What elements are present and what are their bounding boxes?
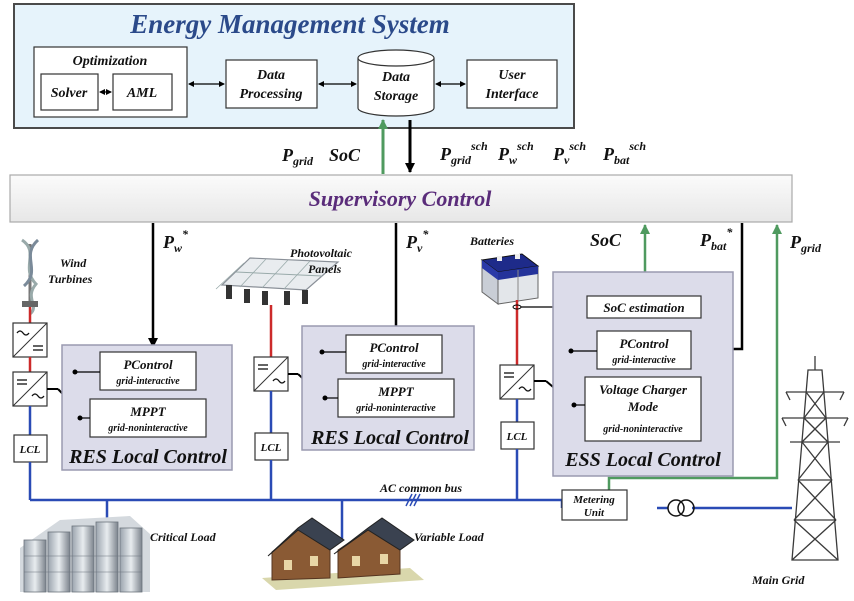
data-storage-cylinder [357, 49, 435, 117]
solver-label: Solver [51, 86, 88, 101]
svg-text:Pbatsch: Pbatsch [602, 139, 646, 167]
data-processing-box [225, 59, 318, 109]
mppt-label-2: MPPT [377, 384, 414, 399]
pv-label-1: Photovoltaic [290, 246, 353, 260]
wind-turbine-icon [21, 238, 40, 316]
aml-label: AML [126, 86, 157, 101]
variable-load-houses-icon [262, 517, 424, 590]
pgrid-label: Pgrid [789, 232, 822, 255]
mppt-sub-1: grid-noninteractive [107, 423, 188, 434]
optimization-label: Optimization [73, 54, 148, 69]
variable-load-label: Variable Load [414, 530, 485, 544]
data-storage-label-2: Storage [374, 89, 418, 104]
dc-ac-inverter-pv [253, 356, 289, 392]
user-interface-label-1: User [498, 68, 526, 83]
lcl-filter-wind [13, 434, 48, 463]
pcontrol-sub-ess: grid-interactive [611, 355, 676, 366]
pbat-star-label: Pbat* [699, 225, 733, 253]
pcontrol-label-1: PControl [123, 357, 173, 372]
lcl-filter-pv [254, 432, 289, 461]
ems-title: Energy Management System [129, 9, 450, 39]
lcl-label-wind: LCL [19, 444, 41, 456]
ess-local-control-title: ESS Local Control [564, 449, 721, 471]
ac-dc-converter-wind [12, 322, 48, 358]
data-processing-label-1: Data [256, 68, 285, 83]
batteries-label: Batteries [469, 234, 514, 248]
vcm-label-1: Voltage Charger [599, 382, 688, 397]
wind-label-2: Turbines [48, 272, 93, 286]
transmission-tower-icon [781, 356, 849, 561]
main-grid-label: Main Grid [751, 573, 805, 587]
dc-ac-inverter-battery [499, 364, 535, 400]
soc-estimation-label: SoC estimation [603, 300, 684, 315]
pgrid-feedback-arrow [607, 224, 782, 490]
pcontrol-sub-2: grid-interactive [361, 359, 426, 370]
wind-label-1: Wind [60, 256, 87, 270]
batteries-icon [480, 253, 540, 305]
pcontrol-box-1 [99, 351, 197, 391]
mppt-box-1 [89, 398, 207, 438]
pw-star-label: Pw* [162, 227, 189, 255]
pcontrol-box-ess [596, 330, 692, 370]
svg-text:Pvsch: Pvsch [552, 139, 586, 167]
svg-text:Pwsch: Pwsch [497, 139, 534, 167]
lcl-label-battery: LCL [506, 431, 528, 443]
mppt-label-1: MPPT [129, 404, 166, 419]
user-interface-label-2: Interface [485, 87, 539, 102]
data-storage-label-1: Data [381, 70, 410, 85]
metering-label-2: Unit [584, 507, 605, 519]
supervisory-control-title: Supervisory Control [309, 186, 493, 211]
res-local-control-title-2: RES Local Control [310, 427, 469, 449]
pv-panels-icon [215, 257, 340, 305]
pcontrol-label-ess: PControl [619, 336, 669, 351]
svg-text:SoC: SoC [329, 145, 361, 165]
critical-load-label: Critical Load [150, 530, 217, 544]
data-processing-label-2: Processing [240, 87, 303, 102]
pcontrol-sub-1: grid-interactive [115, 376, 180, 387]
soc-estimation-box [586, 295, 702, 319]
dc-ac-inverter-wind [12, 371, 48, 407]
ems-box: Energy Management System Optimization So… [13, 3, 575, 129]
voltage-charger-mode-box [584, 376, 702, 442]
pv-label-2: Panels [308, 262, 342, 276]
pcontrol-box-2 [345, 334, 443, 374]
svg-text:Pgridsch: Pgridsch [439, 139, 488, 167]
bus-three-phase-marks [405, 493, 421, 507]
soc-label: SoC [590, 230, 622, 250]
svg-text:Pgrid: Pgrid [281, 145, 314, 168]
res-local-control-title-1: RES Local Control [68, 446, 227, 468]
lcl-label-pv: LCL [260, 442, 282, 454]
ac-bus-label: AC common bus [379, 481, 462, 495]
vcm-label-2: Mode [627, 399, 659, 414]
supervisory-control-bar [9, 174, 793, 223]
pcontrol-label-2: PControl [369, 340, 419, 355]
mppt-sub-2: grid-noninteractive [355, 403, 436, 414]
vcm-sub: grid-noninteractive [602, 424, 683, 435]
mppt-box-2 [337, 378, 455, 418]
metering-label-1: Metering [572, 494, 615, 506]
critical-load-building-icon [20, 516, 150, 593]
pv-star-label: Pv* [405, 227, 429, 255]
aml-box [112, 73, 173, 111]
metering-unit-box [561, 489, 628, 521]
user-interface-box [466, 59, 558, 109]
signal-labels-top: Pgrid SoC Pgridsch Pwsch Pvsch Pbatsch [281, 139, 646, 168]
transformer-icon [667, 499, 695, 517]
solver-box [40, 73, 99, 111]
